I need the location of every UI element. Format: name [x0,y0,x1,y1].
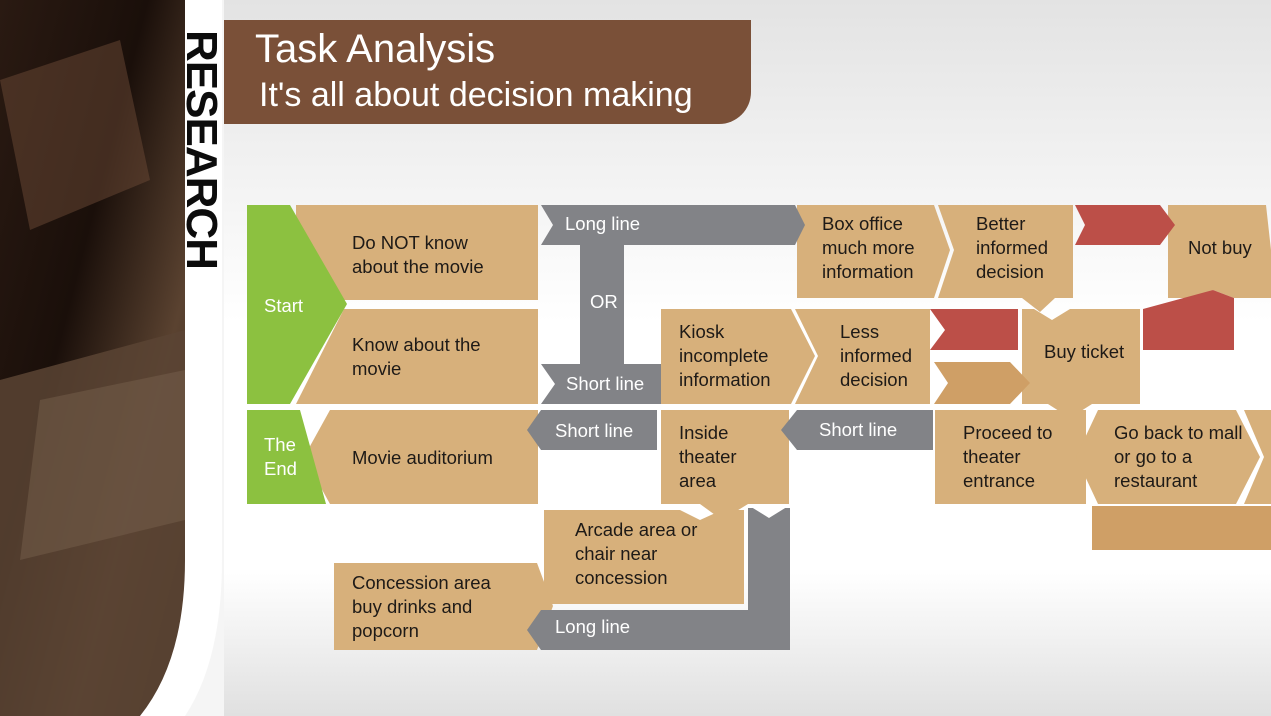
do-not-know-label: Do NOT know about the movie [352,232,484,277]
less-informed-label: Less informed decision [840,321,912,390]
buy-ticket-label: Buy ticket [1044,341,1125,362]
box-office-node [797,205,950,298]
arcade-node [544,510,744,604]
title-banner [224,20,751,124]
know-label: Know about the movie [352,334,481,379]
page-subtitle: It's all about decision making [259,76,693,114]
long-line-top-connector [541,205,805,245]
know-node [296,309,538,404]
better-informed-label: Better informed decision [976,213,1048,282]
short-line-left-connector [527,410,657,450]
inside-theater-notch [748,505,790,518]
movie-auditorium-node [304,410,538,504]
concession-node [334,563,553,650]
go-back-label: Go back to mall or go to a restaurant [1114,422,1243,491]
arcade-label: Arcade area or chair near concession [575,519,698,588]
red-block-right [1143,290,1234,350]
red-block-mid [930,309,1018,350]
do-not-know-node [296,205,538,300]
end-node [247,410,326,504]
less-informed-node [795,309,930,404]
not-buy-label: Not buy [1188,237,1252,258]
red-arrow-top [1075,205,1175,245]
proceed-label: Proceed to theater entrance [963,422,1053,491]
long-line-top-label: Long line [565,213,641,234]
buy-ticket-node [1022,309,1140,418]
short-line-right-label: Short line [819,419,898,440]
or-label: OR [590,291,618,312]
start-label: Start [264,295,304,316]
better-informed-node [938,205,1073,312]
kiosk-label: Kiosk incomplete information [679,321,771,390]
end-label: The End [264,434,297,479]
page-title: Task Analysis [255,27,496,71]
go-back-base [1092,506,1271,550]
short-line-mid-connector [541,364,661,404]
concession-label: Concession area buy drinks and popcorn [352,572,491,641]
start-node [247,205,347,404]
kiosk-node [661,309,815,404]
long-line-bottom-connector [527,508,790,650]
less-informed-arrow [934,362,1030,404]
proceed-node [935,410,1086,504]
box-office-label: Box office much more information [822,213,915,282]
movie-auditorium-label: Movie auditorium [352,447,493,468]
inside-theater-label: Inside theater area [679,422,737,491]
go-back-node [1076,410,1260,504]
short-line-mid-label: Short line [566,373,645,394]
short-line-right-connector [781,410,933,450]
not-buy-node [1168,205,1271,298]
or-connector-vertical [580,245,624,365]
short-line-left-label: Short line [555,420,634,441]
inside-theater-node [661,410,789,520]
go-back-tail [1244,410,1271,504]
long-line-bottom-label: Long line [555,616,631,637]
